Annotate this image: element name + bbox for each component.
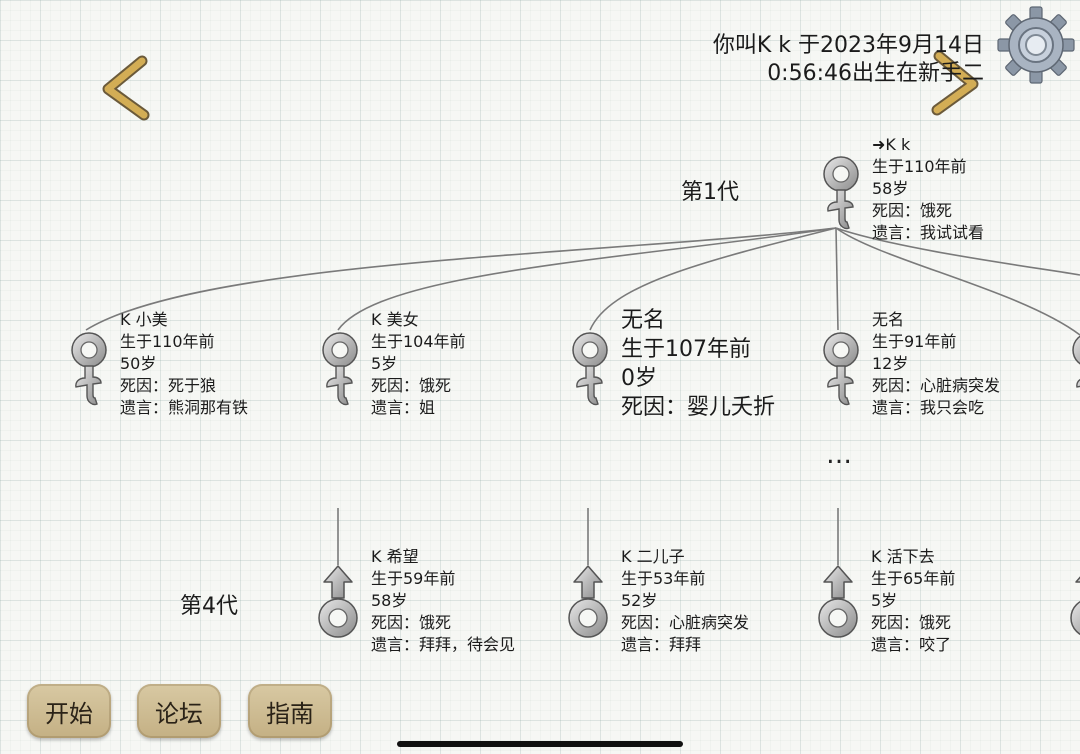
person-death-cause: 死因：婴儿夭折 xyxy=(621,395,776,420)
person-last-words: 遗言：姐 xyxy=(371,398,436,417)
person-info: K 二儿子 生于53年前 52岁 死因：心脏病突发 遗言：拜拜 xyxy=(621,546,749,656)
male-symbol-icon xyxy=(818,565,858,638)
person-last-words: 遗言：咬了 xyxy=(871,635,952,654)
male-symbol-icon xyxy=(568,565,608,638)
male-symbol-icon xyxy=(318,565,358,638)
person-info: ➜K k 生于110年前 58岁 死因：饿死 遗言：我试试看 xyxy=(872,134,984,244)
person-last-words: 遗言：熊洞那有铁 xyxy=(120,398,249,417)
person-death-cause: 死因：饿死 xyxy=(871,613,952,632)
person-death-cause: 死因：饿死 xyxy=(371,376,452,395)
female-symbol-icon xyxy=(71,332,107,406)
person-born: 生于110年前 xyxy=(872,157,967,176)
female-symbol-icon xyxy=(823,156,859,230)
person-born: 生于104年前 xyxy=(371,332,466,351)
person-death-cause: 死因：死于狼 xyxy=(120,376,217,395)
person-born: 生于59年前 xyxy=(371,569,456,588)
home-indicator[interactable] xyxy=(397,741,683,747)
person-born: 生于107年前 xyxy=(621,337,751,362)
person-born: 生于65年前 xyxy=(871,569,956,588)
person-info: K 活下去 生于65年前 5岁 死因：饿死 遗言：咬了 xyxy=(871,546,955,656)
person-last-words: 遗言：拜拜 xyxy=(621,635,702,654)
person-born: 生于110年前 xyxy=(120,332,215,351)
birth-info: 你叫K k 于2023年9月14日 0:56:46出生在新手二 xyxy=(713,32,984,88)
person-born: 生于91年前 xyxy=(872,332,957,351)
person-death-cause: 死因：饿死 xyxy=(371,613,452,632)
person-info: 无名 生于91年前 12岁 死因：心脏病突发 遗言：我只会吃 xyxy=(872,309,1000,419)
gear-icon xyxy=(997,6,1075,84)
person-info: K 美女 生于104年前 5岁 死因：饿死 遗言：姐 xyxy=(371,309,466,419)
person-last-words: 遗言：拜拜，待会见 xyxy=(371,635,516,654)
person-last-words: 遗言：我试试看 xyxy=(872,223,985,242)
person-name: K 美女 xyxy=(371,310,419,329)
person-age: 58岁 xyxy=(872,179,909,198)
person-death-cause: 死因：心脏病突发 xyxy=(872,376,1001,395)
person-name: ➜K k xyxy=(872,135,911,154)
birth-line-1: 你叫K k 于2023年9月14日 xyxy=(712,33,984,58)
person-age: 5岁 xyxy=(871,591,898,610)
generation-label-1: 第1代 xyxy=(681,180,739,205)
female-symbol-icon xyxy=(572,332,608,406)
person-age: 12岁 xyxy=(872,354,909,373)
person-info: K 小美 生于110年前 50岁 死因：死于狼 遗言：熊洞那有铁 xyxy=(120,309,248,419)
person-death-cause: 死因：心脏病突发 xyxy=(621,613,750,632)
person-name: 无名 xyxy=(872,310,905,329)
person-name: K 小美 xyxy=(120,310,168,329)
generation-label-4: 第4代 xyxy=(180,594,238,619)
person-born: 生于53年前 xyxy=(621,569,706,588)
male-symbol-icon xyxy=(1070,565,1080,638)
back-arrow-button[interactable] xyxy=(98,55,158,125)
person-age: 50岁 xyxy=(120,354,157,373)
person-age: 5岁 xyxy=(371,354,398,373)
forward-arrow-button[interactable] xyxy=(925,50,985,120)
birth-line-2: 0:56:46出生在新手二 xyxy=(767,61,984,86)
start-button[interactable]: 开始 xyxy=(27,684,111,738)
female-symbol-icon xyxy=(322,332,358,406)
person-info: 无名 生于107年前 0岁 死因：婴儿夭折 xyxy=(621,306,775,422)
person-name: K 活下去 xyxy=(871,547,935,566)
settings-button[interactable] xyxy=(995,4,1077,86)
person-death-cause: 死因：饿死 xyxy=(872,201,953,220)
female-symbol-icon xyxy=(1072,332,1080,406)
ellipsis: … xyxy=(826,440,854,470)
forum-button[interactable]: 论坛 xyxy=(137,684,221,738)
person-age: 58岁 xyxy=(371,591,408,610)
guide-button[interactable]: 指南 xyxy=(248,684,332,738)
person-info: K 希望 生于59年前 58岁 死因：饿死 遗言：拜拜，待会见 xyxy=(371,546,515,656)
person-age: 0岁 xyxy=(621,366,657,391)
person-last-words: 遗言：我只会吃 xyxy=(872,398,985,417)
person-name: 无名 xyxy=(621,308,666,333)
female-symbol-icon xyxy=(823,332,859,406)
person-name: K 希望 xyxy=(371,547,419,566)
person-name: K 二儿子 xyxy=(621,547,685,566)
person-age: 52岁 xyxy=(621,591,658,610)
